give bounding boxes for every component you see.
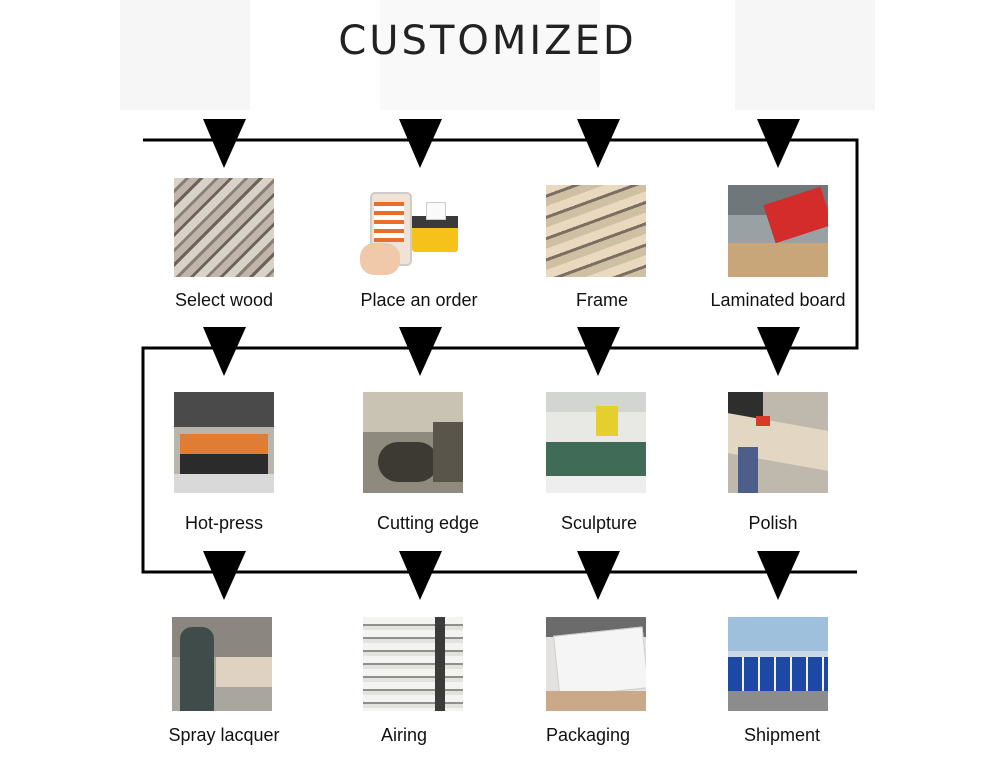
page-title: CUSTOMIZED [338, 18, 637, 64]
down-arrow-icon [203, 119, 246, 168]
cutting-edge-image [363, 392, 463, 493]
down-arrow-icon [399, 327, 442, 376]
down-arrow-icon [203, 551, 246, 600]
packaging-image [546, 617, 646, 711]
step-label: Sculpture [560, 513, 638, 533]
step-label: Airing [380, 725, 428, 745]
down-arrow-icon [203, 327, 246, 376]
down-arrow-icon [757, 327, 800, 376]
flow-connector-line [141, 138, 859, 574]
down-arrow-icon [577, 327, 620, 376]
step-label: Polish [748, 513, 798, 533]
background-photo-fade [735, 0, 875, 110]
place-order-image [360, 188, 460, 277]
background-photo-fade [380, 0, 600, 110]
down-arrow-icon [757, 551, 800, 600]
spray-lacquer-image [172, 617, 272, 711]
hot-press-image [174, 392, 274, 493]
laminated-board-image [728, 185, 828, 277]
flow-arrows [203, 119, 800, 600]
step-label: Shipment [743, 725, 821, 745]
step-label: Place an order [360, 290, 478, 310]
step-label: Select wood [174, 290, 274, 310]
down-arrow-icon [399, 119, 442, 168]
airing-image [363, 617, 463, 711]
step-label: Spray lacquer [168, 725, 280, 745]
step-label: Laminated board [710, 290, 846, 310]
background-photo-fade [120, 0, 250, 110]
down-arrow-icon [577, 551, 620, 600]
select-wood-image [174, 178, 274, 277]
step-label: Packaging [545, 725, 631, 745]
step-label: Cutting edge [376, 513, 480, 533]
down-arrow-icon [399, 551, 442, 600]
down-arrow-icon [757, 119, 800, 168]
step-label: Frame [575, 290, 628, 310]
shipment-image [728, 617, 828, 711]
sculpture-image [546, 392, 646, 493]
polish-image [728, 392, 828, 493]
frame-image [546, 185, 646, 277]
down-arrow-icon [577, 119, 620, 168]
step-label: Hot-press [184, 513, 264, 533]
